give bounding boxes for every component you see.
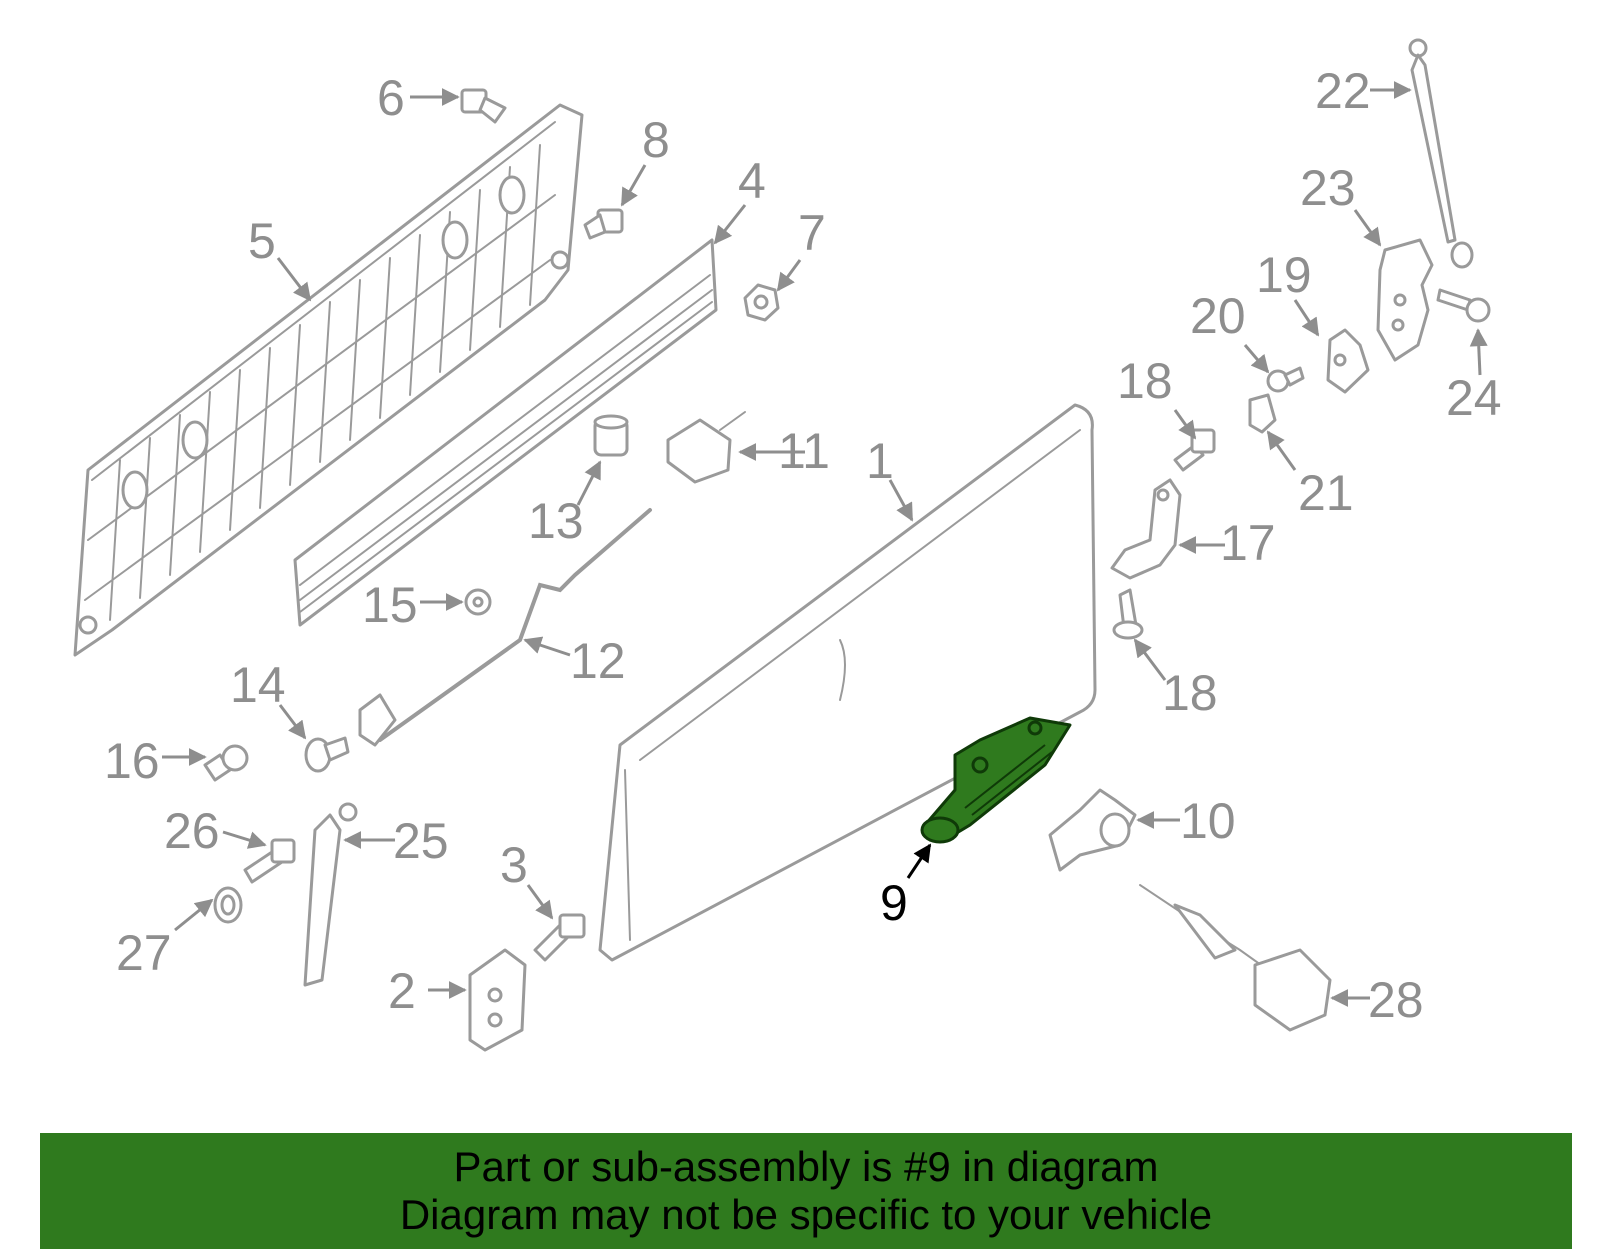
part-7-nut	[743, 283, 780, 322]
part-18-bolt-lower	[1112, 588, 1144, 640]
part-5-inner-panel	[73, 103, 584, 657]
part-6-bolt	[460, 88, 507, 124]
part-15-washer	[464, 588, 492, 616]
part-9-handle-highlighted	[920, 716, 1072, 844]
part-11-striker	[666, 411, 746, 484]
banner-line-2: Diagram may not be specific to your vehi…	[399, 1191, 1213, 1238]
part-18-bolt-upper	[1173, 428, 1216, 472]
part-10-latch	[1048, 788, 1137, 872]
callout-13: 13	[528, 493, 584, 549]
callout-26: 26	[164, 803, 220, 859]
callout-17: 17	[1220, 515, 1276, 571]
part-27-washer	[213, 886, 243, 924]
callout-5: 5	[248, 213, 276, 269]
callout-12: 12	[570, 633, 626, 689]
part-26-bolt	[243, 838, 296, 884]
part-4-strip	[293, 238, 718, 627]
part-20-bolt	[1266, 366, 1305, 393]
part-13-bumper	[593, 414, 629, 457]
part-21-plate	[1248, 393, 1277, 434]
callout-18-upper: 18	[1117, 353, 1173, 409]
callout-4: 4	[738, 153, 766, 209]
part-1-tailgate	[598, 403, 1097, 962]
callout-27: 27	[116, 925, 172, 981]
callout-15: 15	[362, 577, 418, 633]
part-25-cable	[303, 802, 358, 987]
banner-line-1: Part or sub-assembly is #9 in diagram	[453, 1143, 1159, 1190]
part-12-rod	[358, 508, 652, 747]
callout-9-highlighted: 9	[880, 875, 908, 931]
part-8-bolt	[583, 208, 624, 240]
part-3-bolt	[533, 913, 586, 962]
part-28-actuator	[1139, 884, 1332, 1032]
callout-16: 16	[104, 733, 160, 789]
callout-1: 1	[866, 433, 894, 489]
part-22-strut	[1408, 38, 1474, 269]
info-banner: Part or sub-assembly is #9 in diagram Di…	[40, 1133, 1572, 1249]
part-14-pin	[304, 736, 350, 773]
leader-lines	[162, 81, 1488, 1007]
callout-6: 6	[377, 70, 405, 126]
callout-labels: 6 8 4 7 5 22 23 19 20 24 18 21 17 18 1 1…	[104, 63, 1502, 1028]
part-16-clip	[203, 744, 249, 782]
callout-3: 3	[500, 837, 528, 893]
part-19-bracket	[1326, 328, 1370, 394]
callout-14: 14	[230, 657, 286, 713]
callout-19: 19	[1256, 247, 1312, 303]
part-2-hinge	[468, 948, 527, 1052]
callout-10: 10	[1180, 793, 1236, 849]
callout-22: 22	[1315, 63, 1371, 119]
callout-7: 7	[798, 205, 826, 261]
callout-25: 25	[393, 813, 449, 869]
callout-8: 8	[642, 112, 670, 168]
callout-2: 2	[388, 963, 416, 1019]
part-24-bolt	[1436, 288, 1491, 323]
callout-18-lower: 18	[1162, 665, 1218, 721]
part-17-bracket	[1110, 478, 1182, 580]
callout-28: 28	[1368, 972, 1424, 1028]
callout-24: 24	[1446, 370, 1502, 426]
part-23-bracket	[1376, 238, 1434, 362]
callout-11: 11	[778, 423, 830, 479]
callout-20: 20	[1190, 288, 1246, 344]
callout-23: 23	[1300, 160, 1356, 216]
callout-21: 21	[1298, 465, 1354, 521]
